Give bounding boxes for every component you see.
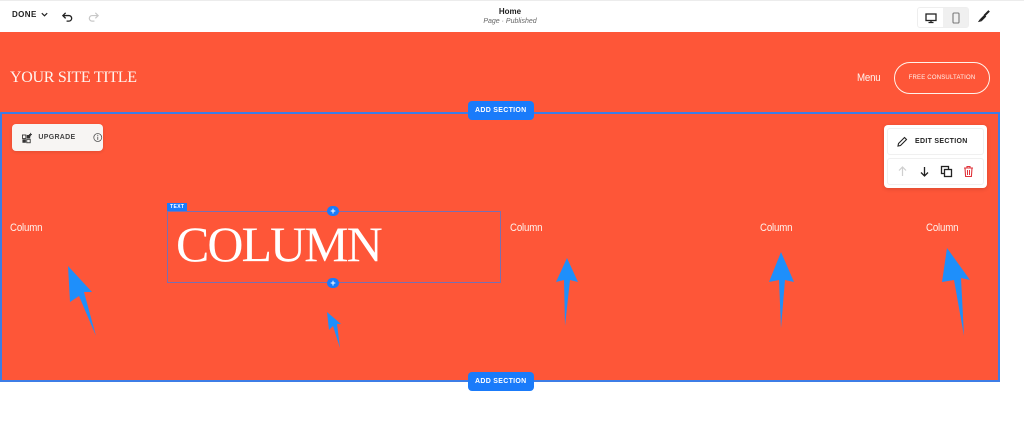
annotation-arrow-icon bbox=[942, 248, 970, 336]
mobile-icon bbox=[951, 11, 960, 24]
grid-plus-icon bbox=[22, 132, 33, 143]
add-section-top-button[interactable]: ADD SECTION bbox=[468, 101, 534, 120]
pencil-icon bbox=[897, 136, 908, 147]
done-button[interactable]: DONE bbox=[12, 10, 49, 19]
add-section-bottom-button[interactable]: ADD SECTION bbox=[468, 372, 534, 391]
done-label: DONE bbox=[12, 10, 37, 19]
desktop-icon bbox=[924, 12, 937, 23]
info-icon[interactable] bbox=[93, 132, 103, 143]
upgrade-button[interactable]: UPGRADE bbox=[12, 124, 103, 151]
arrow-up-icon bbox=[898, 166, 907, 176]
desktop-view-button[interactable] bbox=[918, 8, 943, 27]
text-block-tag: TEXT bbox=[167, 203, 188, 211]
section-edit-panel: EDIT SECTION bbox=[884, 125, 987, 188]
upgrade-label: UPGRADE bbox=[38, 134, 76, 141]
undo-icon[interactable] bbox=[61, 10, 74, 23]
annotation-arrow-icon bbox=[769, 252, 794, 328]
delete-button[interactable] bbox=[962, 165, 975, 178]
chevron-down-icon bbox=[41, 12, 48, 17]
menu-link[interactable]: Menu bbox=[857, 72, 881, 84]
column-label-4[interactable]: Column bbox=[760, 222, 793, 234]
page-title: Home bbox=[498, 7, 522, 16]
annotation-arrow-icon bbox=[68, 266, 96, 336]
section-actions bbox=[887, 158, 984, 185]
column-heading[interactable]: COLUMN bbox=[176, 216, 383, 272]
page-status: Page · Published bbox=[483, 18, 537, 25]
free-consultation-button[interactable]: FREE CONSULTATION bbox=[894, 62, 990, 94]
column-label-1[interactable]: Column bbox=[10, 222, 43, 234]
insert-block-above-button[interactable]: + bbox=[327, 206, 339, 216]
duplicate-icon bbox=[940, 165, 953, 178]
column-label-3[interactable]: Column bbox=[510, 222, 543, 234]
duplicate-button[interactable] bbox=[940, 165, 953, 178]
device-toggle bbox=[917, 7, 969, 28]
annotation-arrow-icon bbox=[556, 258, 578, 326]
column-label-5[interactable]: Column bbox=[926, 222, 959, 234]
trash-icon bbox=[964, 165, 974, 178]
paintbrush-icon[interactable] bbox=[976, 9, 991, 24]
move-up-button[interactable] bbox=[896, 165, 909, 178]
site-canvas: YOUR SITE TITLE Menu FREE CONSULTATION bbox=[0, 32, 1000, 382]
editor-toolbar: DONE Home Page · Published bbox=[0, 0, 1024, 32]
arrow-down-icon bbox=[920, 167, 929, 177]
mobile-view-button[interactable] bbox=[943, 8, 968, 27]
insert-block-below-button[interactable]: + bbox=[327, 278, 339, 288]
edit-section-label: EDIT SECTION bbox=[915, 138, 968, 145]
annotation-arrow-icon bbox=[327, 312, 341, 348]
redo-icon[interactable] bbox=[87, 10, 100, 23]
site-title[interactable]: YOUR SITE TITLE bbox=[10, 69, 137, 86]
site-header: YOUR SITE TITLE Menu FREE CONSULTATION bbox=[0, 32, 1000, 112]
move-down-button[interactable] bbox=[918, 165, 931, 178]
edit-section-button[interactable]: EDIT SECTION bbox=[887, 128, 984, 155]
page-info: Home Page · Published bbox=[440, 7, 580, 27]
